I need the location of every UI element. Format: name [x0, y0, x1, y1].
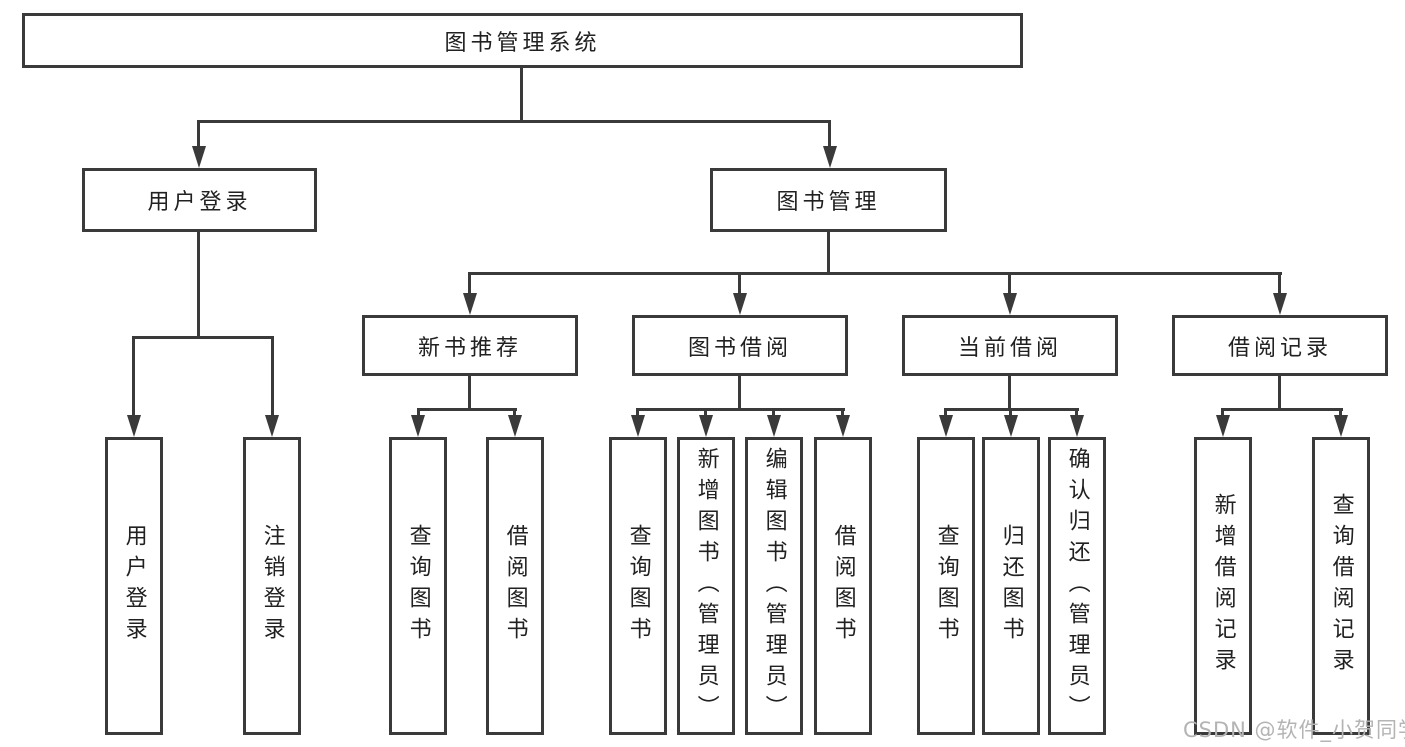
connector-vline [1008, 272, 1011, 297]
node-book-borrow-label: 图书借阅 [687, 335, 792, 361]
leaf-current-return-books-label: 归还图书 [998, 524, 1024, 648]
connector-hline [417, 408, 517, 411]
leaf-borrow-add-books: 新增图书（管理员） [677, 437, 735, 735]
leaf-recommend-query-books-label: 查询图书 [405, 524, 431, 648]
leaf-recommend-borrow-books-label: 借阅图书 [502, 524, 528, 648]
node-new-book-recommend: 新书推荐 [362, 315, 578, 376]
connector-hline [132, 336, 274, 339]
connector-vline [704, 408, 707, 418]
connector-vline [738, 376, 741, 411]
root-node-label: 图书管理系统 [444, 30, 601, 56]
leaf-records-add-record: 新增借阅记录 [1194, 437, 1252, 735]
connector-vline [772, 408, 775, 418]
leaf-current-confirm-return: 确认归还（管理员） [1048, 437, 1106, 735]
connector-vline [1075, 408, 1078, 418]
node-book-borrow: 图书借阅 [632, 315, 848, 376]
leaf-current-query-books: 查询图书 [917, 437, 975, 735]
connector-vline [828, 120, 831, 148]
root-node: 图书管理系统 [22, 13, 1023, 68]
node-new-book-recommend-label: 新书推荐 [417, 335, 522, 361]
arrow-down-icon [939, 415, 953, 437]
node-user-login-label: 用户登录 [147, 190, 252, 215]
arrow-down-icon [1070, 415, 1084, 437]
leaf-current-query-books-label: 查询图书 [933, 524, 959, 648]
leaf-records-add-record-label: 新增借阅记录 [1210, 493, 1236, 679]
connector-vline [827, 232, 830, 275]
connector-vline [468, 376, 471, 411]
leaf-borrow-borrow-books: 借阅图书 [814, 437, 872, 735]
leaf-borrow-edit-books: 编辑图书（管理员） [745, 437, 803, 735]
connector-vline [271, 336, 274, 417]
connector-vline [636, 408, 639, 418]
node-book-management-label: 图书管理 [776, 190, 881, 215]
leaf-logout-label: 注销登录 [259, 524, 285, 648]
leaf-user-login: 用户登录 [105, 437, 163, 735]
leaf-recommend-borrow-books: 借阅图书 [486, 437, 544, 735]
arrow-down-icon [127, 415, 141, 437]
arrow-down-icon [1003, 293, 1017, 315]
connector-vline [1278, 272, 1281, 297]
connector-hline [636, 408, 845, 411]
leaf-recommend-query-books: 查询图书 [389, 437, 447, 735]
connector-vline [1008, 376, 1011, 411]
leaf-records-query-record-label: 查询借阅记录 [1328, 493, 1354, 679]
arrow-down-icon [1334, 415, 1348, 437]
connector-vline [944, 408, 947, 418]
watermark: CSDN @软件_小贺同学 [1183, 718, 1405, 742]
connector-hline [1221, 408, 1343, 411]
leaf-borrow-query-books: 查询图书 [609, 437, 667, 735]
connector-vline [738, 272, 741, 297]
connector-hline [197, 120, 831, 123]
arrow-down-icon [767, 415, 781, 437]
leaf-borrow-edit-books-label: 编辑图书（管理员） [761, 446, 787, 726]
connector-vline [520, 68, 523, 120]
leaf-current-return-books: 归还图书 [982, 437, 1040, 735]
node-book-management: 图书管理 [710, 168, 947, 232]
connector-vline [132, 336, 135, 417]
leaf-user-login-label: 用户登录 [121, 524, 147, 648]
arrow-down-icon [823, 146, 837, 168]
arrow-down-icon [631, 415, 645, 437]
node-user-login: 用户登录 [82, 168, 317, 232]
leaf-borrow-add-books-label: 新增图书（管理员） [693, 446, 719, 726]
arrow-down-icon [699, 415, 713, 437]
leaf-borrow-borrow-books-label: 借阅图书 [830, 524, 856, 648]
connector-hline [468, 272, 1282, 275]
leaf-current-confirm-return-label: 确认归还（管理员） [1064, 446, 1090, 726]
node-current-borrow: 当前借阅 [902, 315, 1118, 376]
arrow-down-icon [508, 415, 522, 437]
arrow-down-icon [463, 293, 477, 315]
connector-vline [197, 232, 200, 339]
connector-vline [1221, 408, 1224, 418]
connector-vline [468, 272, 471, 297]
arrow-down-icon [265, 415, 279, 437]
connector-vline [197, 120, 200, 148]
arrow-down-icon [1273, 293, 1287, 315]
leaf-records-query-record: 查询借阅记录 [1312, 437, 1370, 735]
arrow-down-icon [1004, 415, 1018, 437]
connector-vline [1339, 408, 1342, 418]
node-borrow-records: 借阅记录 [1172, 315, 1388, 376]
node-current-borrow-label: 当前借阅 [957, 335, 1062, 361]
arrow-down-icon [1216, 415, 1230, 437]
arrow-down-icon [411, 415, 425, 437]
leaf-logout: 注销登录 [243, 437, 301, 735]
connector-vline [841, 408, 844, 418]
connector-vline [417, 408, 420, 418]
connector-vline [513, 408, 516, 418]
node-borrow-records-label: 借阅记录 [1227, 335, 1332, 361]
arrow-down-icon [192, 146, 206, 168]
connector-vline [1009, 408, 1012, 418]
leaf-borrow-query-books-label: 查询图书 [625, 524, 651, 648]
connector-vline [1278, 376, 1281, 411]
arrow-down-icon [733, 293, 747, 315]
arrow-down-icon [836, 415, 850, 437]
